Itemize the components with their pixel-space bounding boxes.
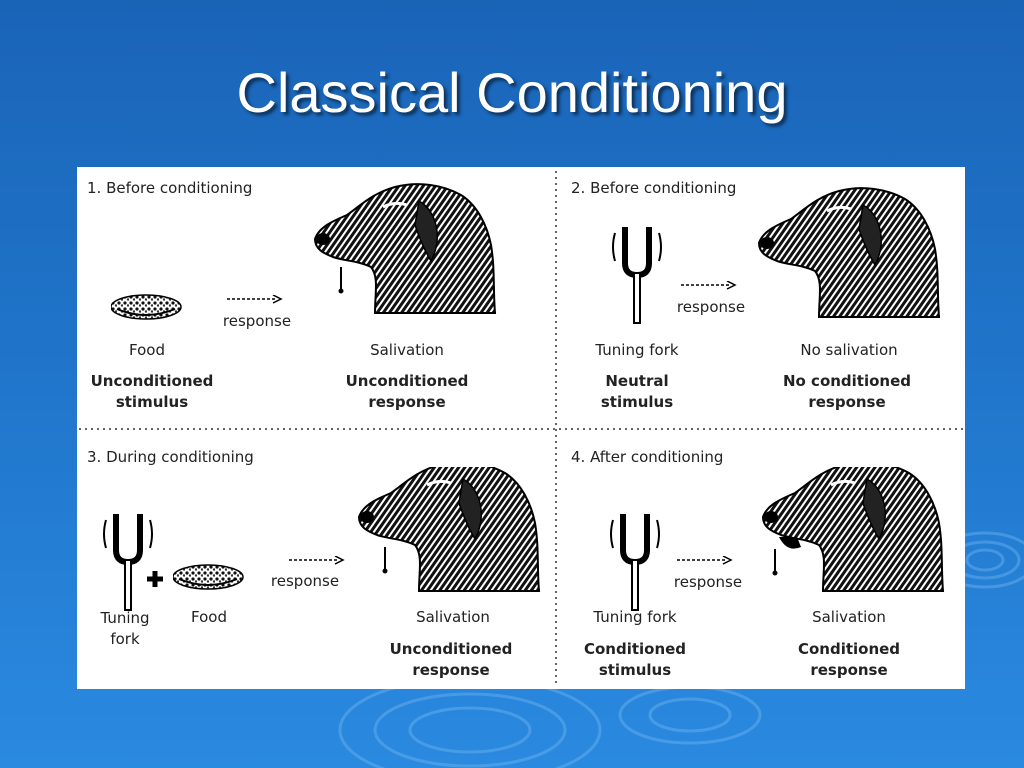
panel-4-stimulus-label: Tuning fork [593,608,677,626]
panel-4-response-label: Salivation [812,608,886,626]
panel-1-response-label: Salivation [370,341,444,359]
panel-2-arrow-label: response [676,298,746,316]
tuning-fork-icon [610,512,660,612]
panel-3-arrow-label: response [270,572,340,590]
panel-2-stimulus-type: Neutral stimulus [600,372,674,411]
panel-2-stimulus-label: Tuning fork [595,341,679,359]
panel-4-stimulus-type: Conditioned stimulus [583,640,687,679]
tuning-fork-icon [103,512,153,612]
panel-4-arrow-label: response [673,573,743,591]
panel-3-food-label: Food [191,608,227,626]
panel-2-response-type: No conditioned response [782,372,912,411]
arrow-icon [681,281,736,290]
slide-title: Classical Conditioning [236,61,788,124]
dog-head-icon [357,467,541,592]
dog-head-icon [313,182,497,315]
food-bowl-icon [173,564,244,590]
panel-3-stimulus-label: Tuning fork [100,609,150,648]
panel-4-response-type: Conditioned response [797,640,901,679]
panel-dividers [79,171,963,687]
panel-1-stimulus-type: Unconditioned stimulus [90,372,214,411]
panel-1-stimulus-label: Food [129,341,165,359]
panel-2-response-label: No salivation [800,341,898,359]
conditioning-figure: 1. Before conditioning response Food Sal… [77,167,965,689]
panel-4-heading: 4. After conditioning [571,448,724,466]
tuning-fork-icon [612,225,662,325]
panel-1-heading: 1. Before conditioning [87,179,253,197]
arrow-icon [677,556,732,565]
panel-2-heading: 2. Before conditioning [571,179,737,197]
panel-3-response-label: Salivation [416,608,490,626]
panel-1-arrow-label: response [222,312,292,330]
panel-3-response-type: Unconditioned response [389,640,513,679]
dog-head-icon [757,186,941,319]
dog-head-icon [761,467,945,592]
food-bowl-icon [111,294,182,320]
panel-3-heading: 3. During conditioning [87,448,254,466]
panel-1-response-type: Unconditioned response [345,372,469,411]
arrow-icon [289,556,344,565]
arrow-icon [227,295,282,304]
plus-icon [147,571,163,587]
